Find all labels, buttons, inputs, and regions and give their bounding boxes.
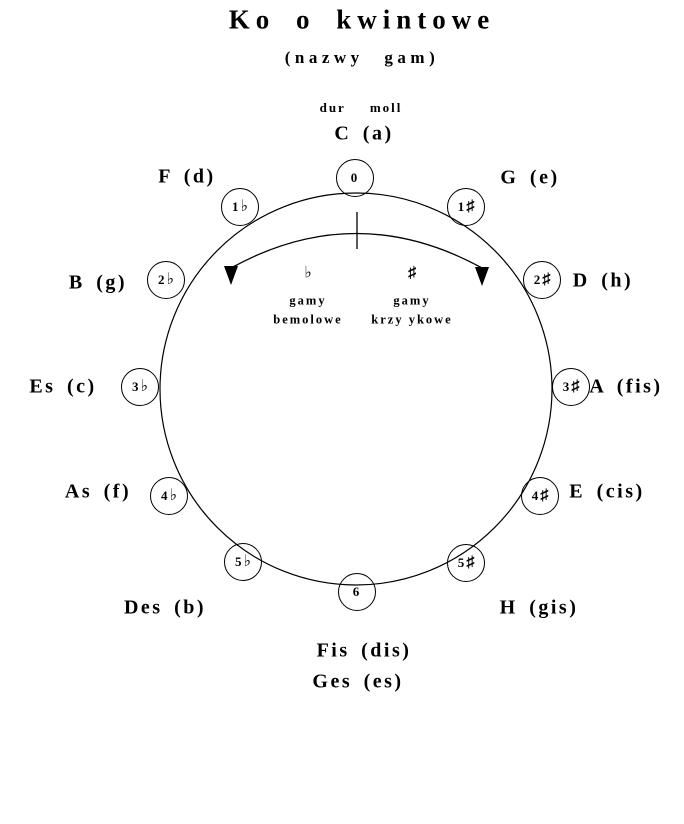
badge-accidental: ♯	[540, 487, 549, 504]
flat-direction-arrowhead-icon	[224, 266, 238, 285]
node-badge-c: 0	[336, 159, 374, 197]
legend-flat-line2: bemolowe	[273, 313, 343, 327]
column-header-dur: dur	[319, 100, 346, 115]
badge-number: 2	[157, 272, 165, 287]
badge-number: 3	[131, 379, 139, 394]
node-label-ges: Ges (es)	[312, 670, 404, 693]
node-label-d: D (h)	[572, 269, 634, 292]
column-header-moll: moll	[369, 100, 403, 115]
node-label-g: G (e)	[500, 166, 560, 189]
badge-number: 1	[231, 199, 239, 214]
node-badge-des: 5♭	[224, 543, 262, 581]
badge-accidental: ♭	[166, 271, 175, 288]
flat-icon: ♭	[304, 264, 312, 282]
badge-number: 2	[533, 272, 541, 287]
node-label-e: E (cis)	[569, 480, 645, 503]
badge-accidental: ♭	[243, 553, 252, 570]
node-badge-d: 2♯	[523, 261, 561, 299]
direction-arc	[230, 232, 483, 269]
legend-sharp-line1: gamy	[393, 293, 431, 308]
legend-flat-line1: gamy	[289, 293, 327, 308]
node-badge-es: 3♭	[121, 368, 159, 406]
node-badge-a: 3♯	[552, 368, 590, 406]
badge-accidental: ♭	[169, 487, 178, 504]
page-title: Ko o kwintowe	[228, 4, 496, 35]
legend-sharp-scales: ♯ gamy krzy ykowe	[371, 264, 453, 331]
node-badge-h: 5♯	[447, 544, 485, 582]
legend-flat-scales: ♭ gamy bemolowe	[273, 264, 343, 331]
node-label-es: Es (c)	[29, 375, 97, 398]
node-label-c: C (a)	[334, 122, 394, 145]
node-badge-e: 4♯	[521, 477, 559, 515]
badge-number: 5	[234, 554, 242, 569]
badge-accidental: ♯	[571, 378, 580, 395]
node-label-h: H (gis)	[499, 596, 579, 619]
badge-accidental: ♯	[466, 554, 475, 571]
page-subtitle: (nazwy gam)	[284, 48, 440, 67]
node-label-des: Des (b)	[123, 596, 207, 619]
node-label-a: A (fis)	[589, 375, 663, 398]
node-label-as: As (f)	[64, 480, 132, 503]
legend-sharp-line2: krzy ykowe	[371, 313, 453, 327]
badge-accidental: ♭	[240, 198, 249, 215]
node-label-fis: Fis (dis)	[316, 639, 412, 662]
sharp-icon: ♯	[407, 264, 416, 282]
badge-number: 6	[352, 584, 360, 599]
badge-accidental: ♯	[466, 198, 475, 215]
badge-number: 4	[160, 488, 168, 503]
node-badge-b: 2♭	[147, 261, 185, 299]
badge-number: 5	[457, 555, 465, 570]
column-headers: dur moll	[320, 100, 403, 116]
node-badge-fis-ges: 6	[338, 573, 376, 611]
node-label-f: F (d)	[158, 165, 216, 188]
badge-number: 3	[562, 379, 570, 394]
badge-number: 0	[350, 170, 358, 185]
node-badge-f: 1♭	[221, 188, 259, 226]
badge-number: 4	[531, 488, 539, 503]
badge-number: 1	[457, 199, 465, 214]
node-label-b: B (g)	[68, 271, 128, 294]
circle-outline	[159, 192, 553, 586]
node-badge-g: 1♯	[447, 188, 485, 226]
badge-accidental: ♯	[542, 271, 551, 288]
sharp-direction-arrowhead-icon	[475, 267, 489, 286]
node-badge-as: 4♭	[150, 477, 188, 515]
badge-accidental: ♭	[140, 378, 149, 395]
